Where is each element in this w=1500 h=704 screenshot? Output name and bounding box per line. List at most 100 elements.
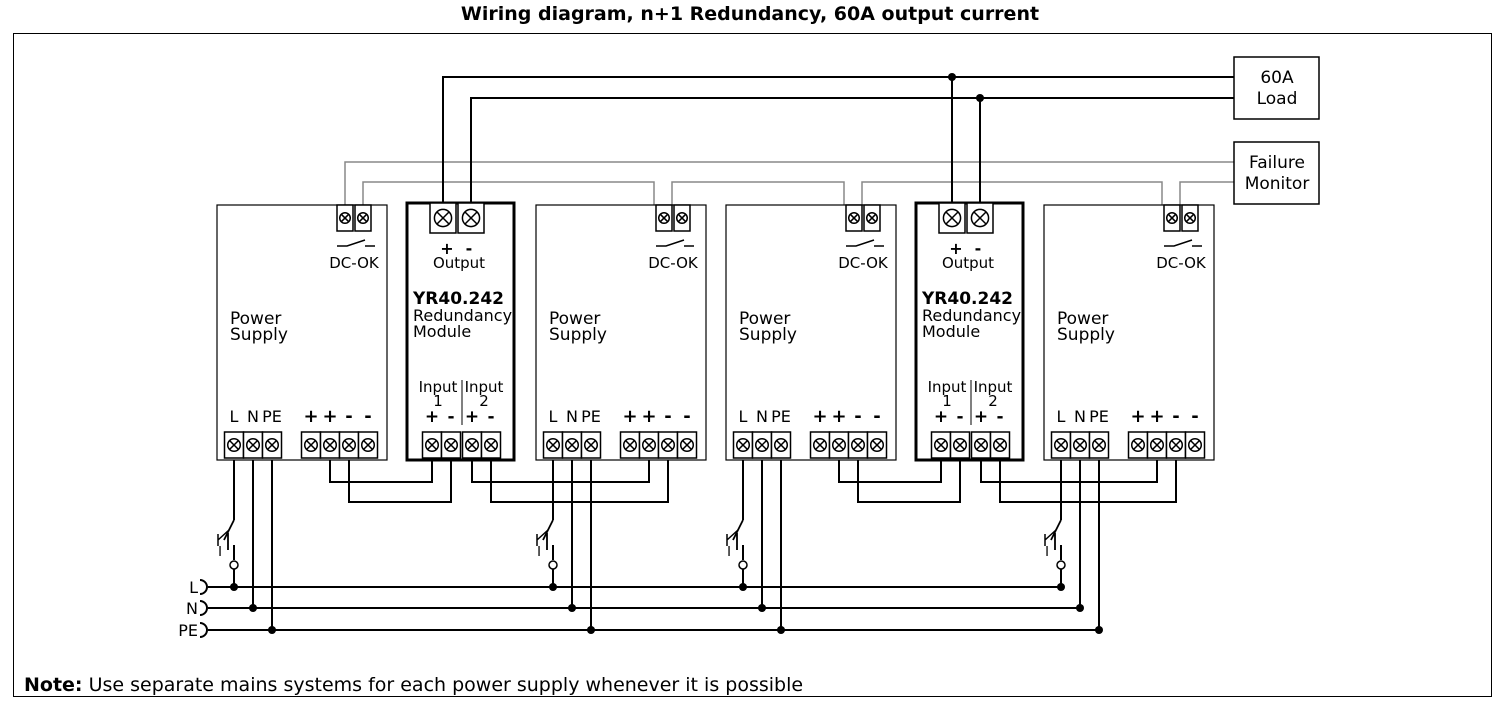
dc-wire: [490, 458, 669, 503]
dc-wire: [1061, 458, 1158, 483]
input-polarity-label: +: [934, 407, 948, 427]
power-supply-label: Supply: [739, 325, 797, 345]
screw-slot: [567, 440, 577, 450]
dc-ok-terminal: [1163, 204, 1181, 232]
input2-label: 2: [479, 392, 489, 410]
ac-terminal-L: [223, 431, 245, 459]
ac-terminal-PE: [580, 431, 602, 459]
screw-slot: [229, 440, 239, 450]
dc-wire: [553, 458, 650, 483]
terminal-label: L: [1057, 407, 1066, 426]
screw-slot: [1171, 440, 1181, 450]
load-box-body: [1233, 56, 1320, 120]
dc-ok-label: DC-OK: [1156, 254, 1207, 272]
screw-slot: [867, 213, 877, 223]
switch-contact-icon: [223, 519, 235, 550]
junction-dot-pe: [587, 626, 595, 634]
ac-terminal-L: [542, 431, 564, 459]
power-supply-label: Power: [739, 309, 790, 329]
screw-slot: [1075, 440, 1085, 450]
note-text: Use separate mains systems for each powe…: [88, 674, 804, 696]
terminal-label: -: [1172, 406, 1179, 427]
power-supply-label: Power: [230, 309, 281, 329]
redundancy-module-2: +-OutputYR40.242RedundancyModuleInput1In…: [914, 201, 1025, 462]
dc-terminal: [1165, 431, 1187, 459]
input-polarity-label: +: [974, 407, 988, 427]
input2-label: Input: [465, 378, 504, 396]
input2-label: Input: [974, 378, 1013, 396]
switch-contact-icon: [1050, 519, 1062, 550]
screw-slot: [776, 440, 786, 450]
screw-slot: [955, 440, 965, 450]
screw-slot: [659, 213, 669, 223]
failure-monitor-body: [1233, 141, 1320, 205]
screw-slot: [1167, 213, 1177, 223]
power-supply-label: Power: [549, 309, 600, 329]
dc-terminal: [866, 431, 888, 459]
dc-terminal: [676, 431, 698, 459]
terminal-label: +: [812, 406, 827, 427]
screw-slot: [872, 440, 882, 450]
screw-slot: [945, 211, 959, 225]
screw-slot: [1190, 440, 1200, 450]
terminal-label: PE: [1089, 407, 1109, 426]
ac-terminal-L: [1050, 431, 1072, 459]
terminal-label: L: [230, 407, 239, 426]
screw-slot: [849, 213, 859, 223]
input2-label: 2: [988, 392, 998, 410]
screw-slot: [682, 440, 692, 450]
input-polarity-label: -: [956, 407, 963, 427]
dc-terminal: [619, 431, 641, 459]
module-model-label: YR40.242: [412, 289, 504, 309]
input-terminal: [930, 431, 952, 459]
ac-terminal-PE: [1088, 431, 1110, 459]
ac-terminal-L: [732, 431, 754, 459]
screw-slot: [834, 440, 844, 450]
junction-dot-n: [1076, 604, 1084, 612]
mains-label-L: L: [189, 578, 198, 597]
input-terminal: [989, 431, 1011, 459]
mains-switch: I: [726, 519, 748, 570]
mains-label-N: N: [186, 599, 198, 618]
power-supply-body: [1043, 204, 1215, 461]
input-polarity-label: +: [425, 407, 439, 427]
input-polarity-label: -: [447, 407, 454, 427]
screw-slot: [625, 440, 635, 450]
power-supply-label: Supply: [230, 325, 288, 345]
relay-contact-icon: [337, 239, 375, 247]
output-terminal-minus: [966, 202, 994, 234]
diagram-title: Wiring diagram, n+1 Redundancy, 60A outp…: [460, 3, 1040, 25]
dc-wire: [980, 458, 1061, 483]
output-terminal-plus: [429, 202, 457, 234]
dc-terminal: [828, 431, 850, 459]
junction-dot-l: [1057, 583, 1065, 591]
screw-slot: [436, 211, 450, 225]
power-supply-label: Supply: [1057, 325, 1115, 345]
module-model-label: YR40.242: [921, 289, 1013, 309]
terminal-label: L: [549, 407, 558, 426]
relay-contact-icon: [846, 239, 884, 247]
redundancy-module-1: +-OutputYR40.242RedundancyModuleInput1In…: [405, 201, 516, 462]
terminal-label: N: [756, 407, 768, 426]
module-name-label: Redundancy: [413, 306, 512, 325]
module-name-label: Redundancy: [922, 306, 1021, 325]
terminal-label: +: [322, 406, 337, 427]
screw-slot: [267, 440, 277, 450]
terminal-label: +: [831, 406, 846, 427]
note: Note: Use separate mains systems for eac…: [24, 674, 803, 696]
terminal-label: -: [345, 406, 352, 427]
dc-terminal: [319, 431, 341, 459]
screw-slot: [1185, 213, 1195, 223]
ac-terminal-PE: [770, 431, 792, 459]
dc-ok-wire: [861, 181, 1163, 205]
terminal-label: -: [1191, 406, 1198, 427]
switch-terminal-icon: [548, 560, 558, 570]
terminal-label: +: [641, 406, 656, 427]
screw-slot: [464, 211, 478, 225]
ac-terminal-N: [242, 431, 264, 459]
terminal-label: N: [247, 407, 259, 426]
screw-slot: [306, 440, 316, 450]
